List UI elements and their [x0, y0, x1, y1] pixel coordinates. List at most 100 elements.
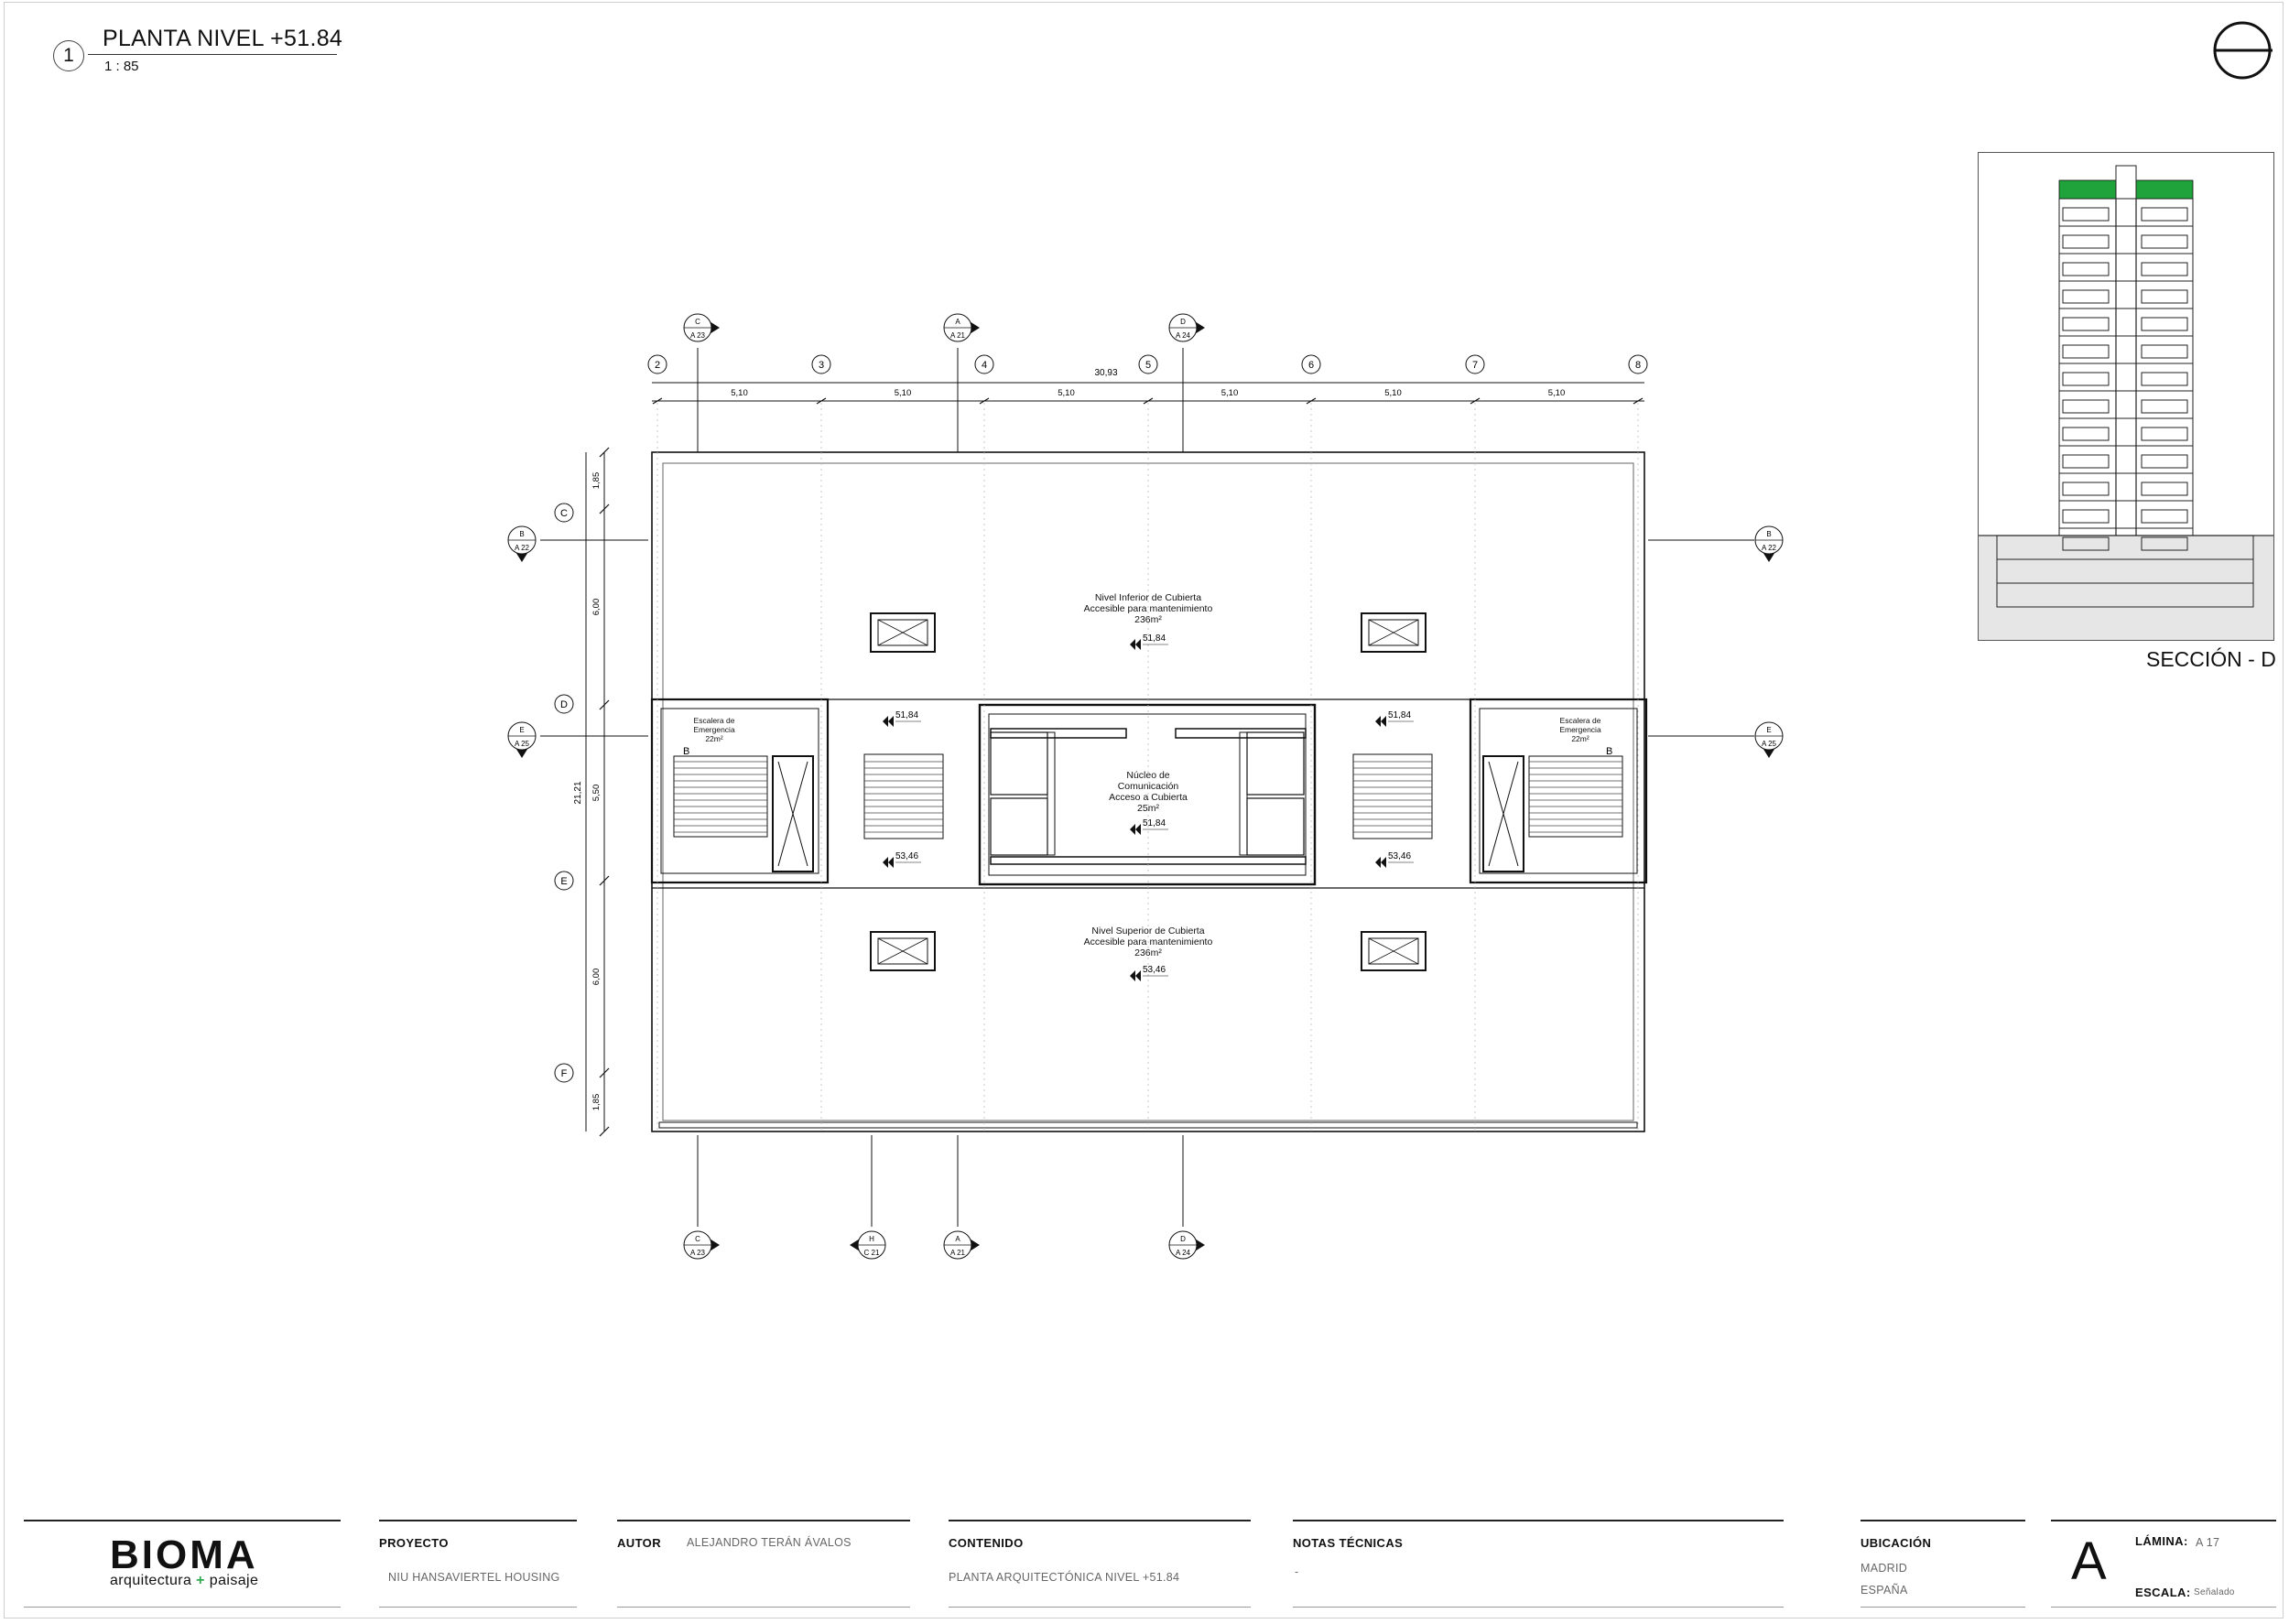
section-marker: C A 23: [683, 313, 720, 342]
section-letter: B: [519, 530, 524, 538]
grid-column-label: 5: [1145, 360, 1151, 371]
autor-value: ALEJANDRO TERÁN ÁVALOS: [687, 1536, 852, 1549]
grid-row-bubble: D: [554, 694, 574, 714]
section-sheet: A 23: [690, 1249, 706, 1257]
section-unit: [2141, 372, 2188, 386]
section-unit: [2062, 454, 2110, 469]
section-d-view: [1978, 152, 2274, 641]
contenido-value: PLANTA ARQUITECTÓNICA NIVEL +51.84: [949, 1571, 1180, 1584]
section-marker: E A 25: [507, 721, 537, 758]
section-sheet: A 23: [690, 331, 706, 340]
core-label-4: 25m²: [1137, 803, 1159, 814]
stair-right-label-1: Escalera de: [1560, 716, 1601, 725]
grid-column-bubble: 4: [974, 354, 994, 374]
section-sheet: A 24: [1176, 1249, 1191, 1257]
section-letter: C: [695, 1235, 700, 1243]
section-marker: DA 24: [1168, 1230, 1205, 1260]
lower-roof-label-2: Accesible para mantenimiento: [1084, 603, 1213, 614]
section-marker: AA 21: [943, 1230, 980, 1260]
level-icon: [1130, 970, 1141, 981]
section-unit: [2141, 482, 2188, 496]
grid-column-bubble: 7: [1465, 354, 1485, 374]
core-label-2: Comunicación: [1118, 781, 1179, 792]
section-sheet: A 25: [1762, 740, 1777, 748]
view-number: 1: [53, 40, 84, 71]
level-value: 51,84: [895, 710, 918, 720]
titleblock-contenido-cell: CONTENIDO PLANTA ARQUITECTÓNICA NIVEL +5…: [949, 1520, 1251, 1608]
total-depth-dim: 21,21: [573, 781, 583, 804]
dim-tick: [1633, 397, 1644, 405]
grid-column-bubble: 6: [1301, 354, 1321, 374]
section-sheet: A 21: [950, 331, 966, 340]
stair-left-label-2: Emergencia: [693, 725, 735, 734]
notas-value: -: [1295, 1565, 1299, 1578]
section-sheet: A 22: [515, 544, 530, 552]
level-mark: 51,84: [1375, 710, 1414, 727]
section-unit: [2062, 289, 2110, 304]
grid-column-bubble: 5: [1138, 354, 1158, 374]
section-letter: A: [955, 1235, 960, 1243]
level-mark: 51,84: [1130, 818, 1168, 835]
section-marker: AA 21: [943, 313, 980, 342]
section-letter: B: [1766, 530, 1771, 538]
level-icon: [883, 857, 894, 868]
level-mark: 51,84: [883, 710, 921, 727]
sheet-border: [4, 2, 2284, 1619]
lower-roof-label-3: 236m²: [1134, 614, 1162, 625]
bay-dimension: 5,10: [1221, 388, 1239, 398]
north-arrow-icon: [2213, 21, 2273, 80]
sheet-letter: A: [2071, 1532, 2107, 1591]
titleblock-proyecto-cell: PROYECTO NIU HANSAVIERTEL HOUSING: [379, 1520, 577, 1608]
level-icon: [883, 716, 894, 727]
grid-row-bubble: C: [554, 503, 574, 523]
section-unit: [2141, 427, 2188, 441]
grid-column-label: 7: [1472, 360, 1478, 371]
section-marker: EA 25: [1754, 721, 1784, 758]
dim-tick: [1143, 397, 1154, 405]
section-marker: BA 22: [1754, 525, 1784, 562]
section-unit: [2062, 399, 2110, 414]
section-unit: [2141, 344, 2188, 359]
titleblock-logo-cell: [24, 1520, 341, 1608]
grid-column-label: 2: [655, 360, 660, 371]
proyecto-label: PROYECTO: [379, 1536, 449, 1550]
section-unit: [2062, 427, 2110, 441]
titleblock-notas-cell: NOTAS TÉCNICAS -: [1293, 1520, 1784, 1608]
row-dimension: 1,85: [591, 1094, 602, 1111]
section-marker: HC 21: [850, 1230, 886, 1260]
section-unit: [2141, 234, 2188, 249]
bay-dimension: 5,10: [1058, 388, 1075, 398]
section-letter: E: [519, 726, 524, 734]
ubicacion-country: ESPAÑA: [1860, 1584, 1908, 1597]
level-value: 53,46: [1143, 965, 1166, 975]
dim-tick: [1470, 397, 1481, 405]
dim-tick: [816, 397, 827, 405]
grid-row-label: E: [560, 876, 567, 887]
view-scale: 1 : 85: [104, 59, 139, 74]
autor-label: AUTOR: [617, 1536, 661, 1550]
view-title-underline: [88, 54, 337, 55]
bioma-logo-subtitle: arquitectura + paisaje: [110, 1573, 258, 1589]
stair-left-label-3: 22m²: [705, 734, 723, 743]
section-sheet: A 25: [515, 740, 530, 748]
upper-roof-label-1: Nivel Superior de Cubierta: [1091, 926, 1204, 937]
level-value: 51,84: [1143, 818, 1166, 828]
section-letter: D: [1180, 318, 1186, 326]
section-letter: C: [695, 318, 700, 326]
section-sheet: A 24: [1176, 331, 1191, 340]
section-d-drawing: [1979, 165, 2273, 640]
section-unit: [2062, 344, 2110, 359]
bay-dimension: 5,10: [1548, 388, 1566, 398]
section-sheet: C 21: [864, 1249, 880, 1257]
dim-tick: [1306, 397, 1317, 405]
section-unit: [2141, 317, 2188, 331]
upper-roof-label-2: Accesible para mantenimiento: [1084, 937, 1213, 947]
titleblock-autor-cell: AUTOR ALEJANDRO TERÁN ÁVALOS: [617, 1520, 910, 1608]
total-width-dim: 30,93: [1094, 368, 1117, 378]
section-unit: [2062, 207, 2110, 222]
lamina-value: A 17: [2196, 1536, 2220, 1549]
section-unit: [2141, 536, 2188, 551]
section-unit: [2062, 536, 2110, 551]
grid-row-bubble: F: [554, 1063, 574, 1083]
